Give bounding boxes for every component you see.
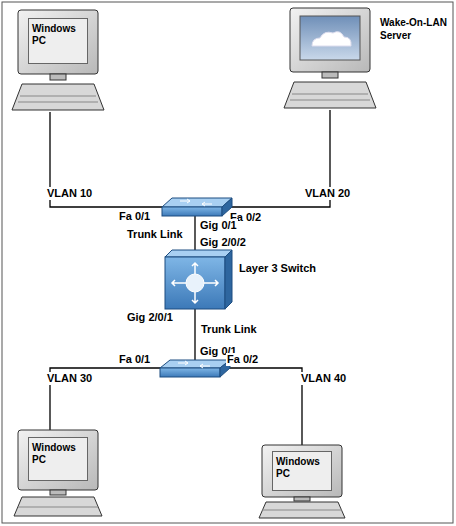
pc-screen: Windows PC (28, 18, 88, 64)
link-label: Trunk Link (126, 228, 184, 241)
server-screen: Wake-On-LAN Server (300, 16, 360, 60)
link-label: Trunk Link (200, 323, 258, 336)
port-label: Fa 0/1 (118, 353, 151, 366)
screen-label: Windows PC (276, 456, 328, 480)
port-label: Gig 2/0/1 (126, 311, 174, 324)
pc-screen: Windows PC (272, 451, 332, 491)
pc-icon (14, 430, 102, 516)
vlan-label: VLAN 30 (46, 372, 93, 385)
cables (50, 110, 330, 445)
port-label: Gig 2/0/2 (199, 236, 247, 249)
pc-icon (259, 445, 345, 518)
frame (2, 2, 453, 523)
layer3-switch-icon (165, 250, 232, 309)
port-label: Fa 0/1 (118, 210, 151, 223)
port-label: Fa 0/2 (226, 353, 259, 366)
port-label: Gig 0/1 (199, 219, 238, 232)
server-icon (284, 8, 376, 108)
switch-icon (160, 360, 230, 377)
vlan-label: VLAN 40 (300, 372, 347, 385)
screen-label: Windows PC (32, 442, 84, 466)
vlan-label: VLAN 20 (304, 187, 351, 200)
switch-icon (162, 198, 232, 216)
screen-label: Windows PC (32, 23, 84, 47)
device-label: Layer 3 Switch (239, 262, 316, 275)
device-label: Wake-On-LAN Server (380, 16, 452, 42)
vlan-label: VLAN 10 (46, 187, 93, 200)
layer3-switch: Layer 3 Switch (165, 250, 232, 309)
pc-screen: Windows PC (28, 437, 88, 481)
pc-icon (12, 10, 104, 110)
